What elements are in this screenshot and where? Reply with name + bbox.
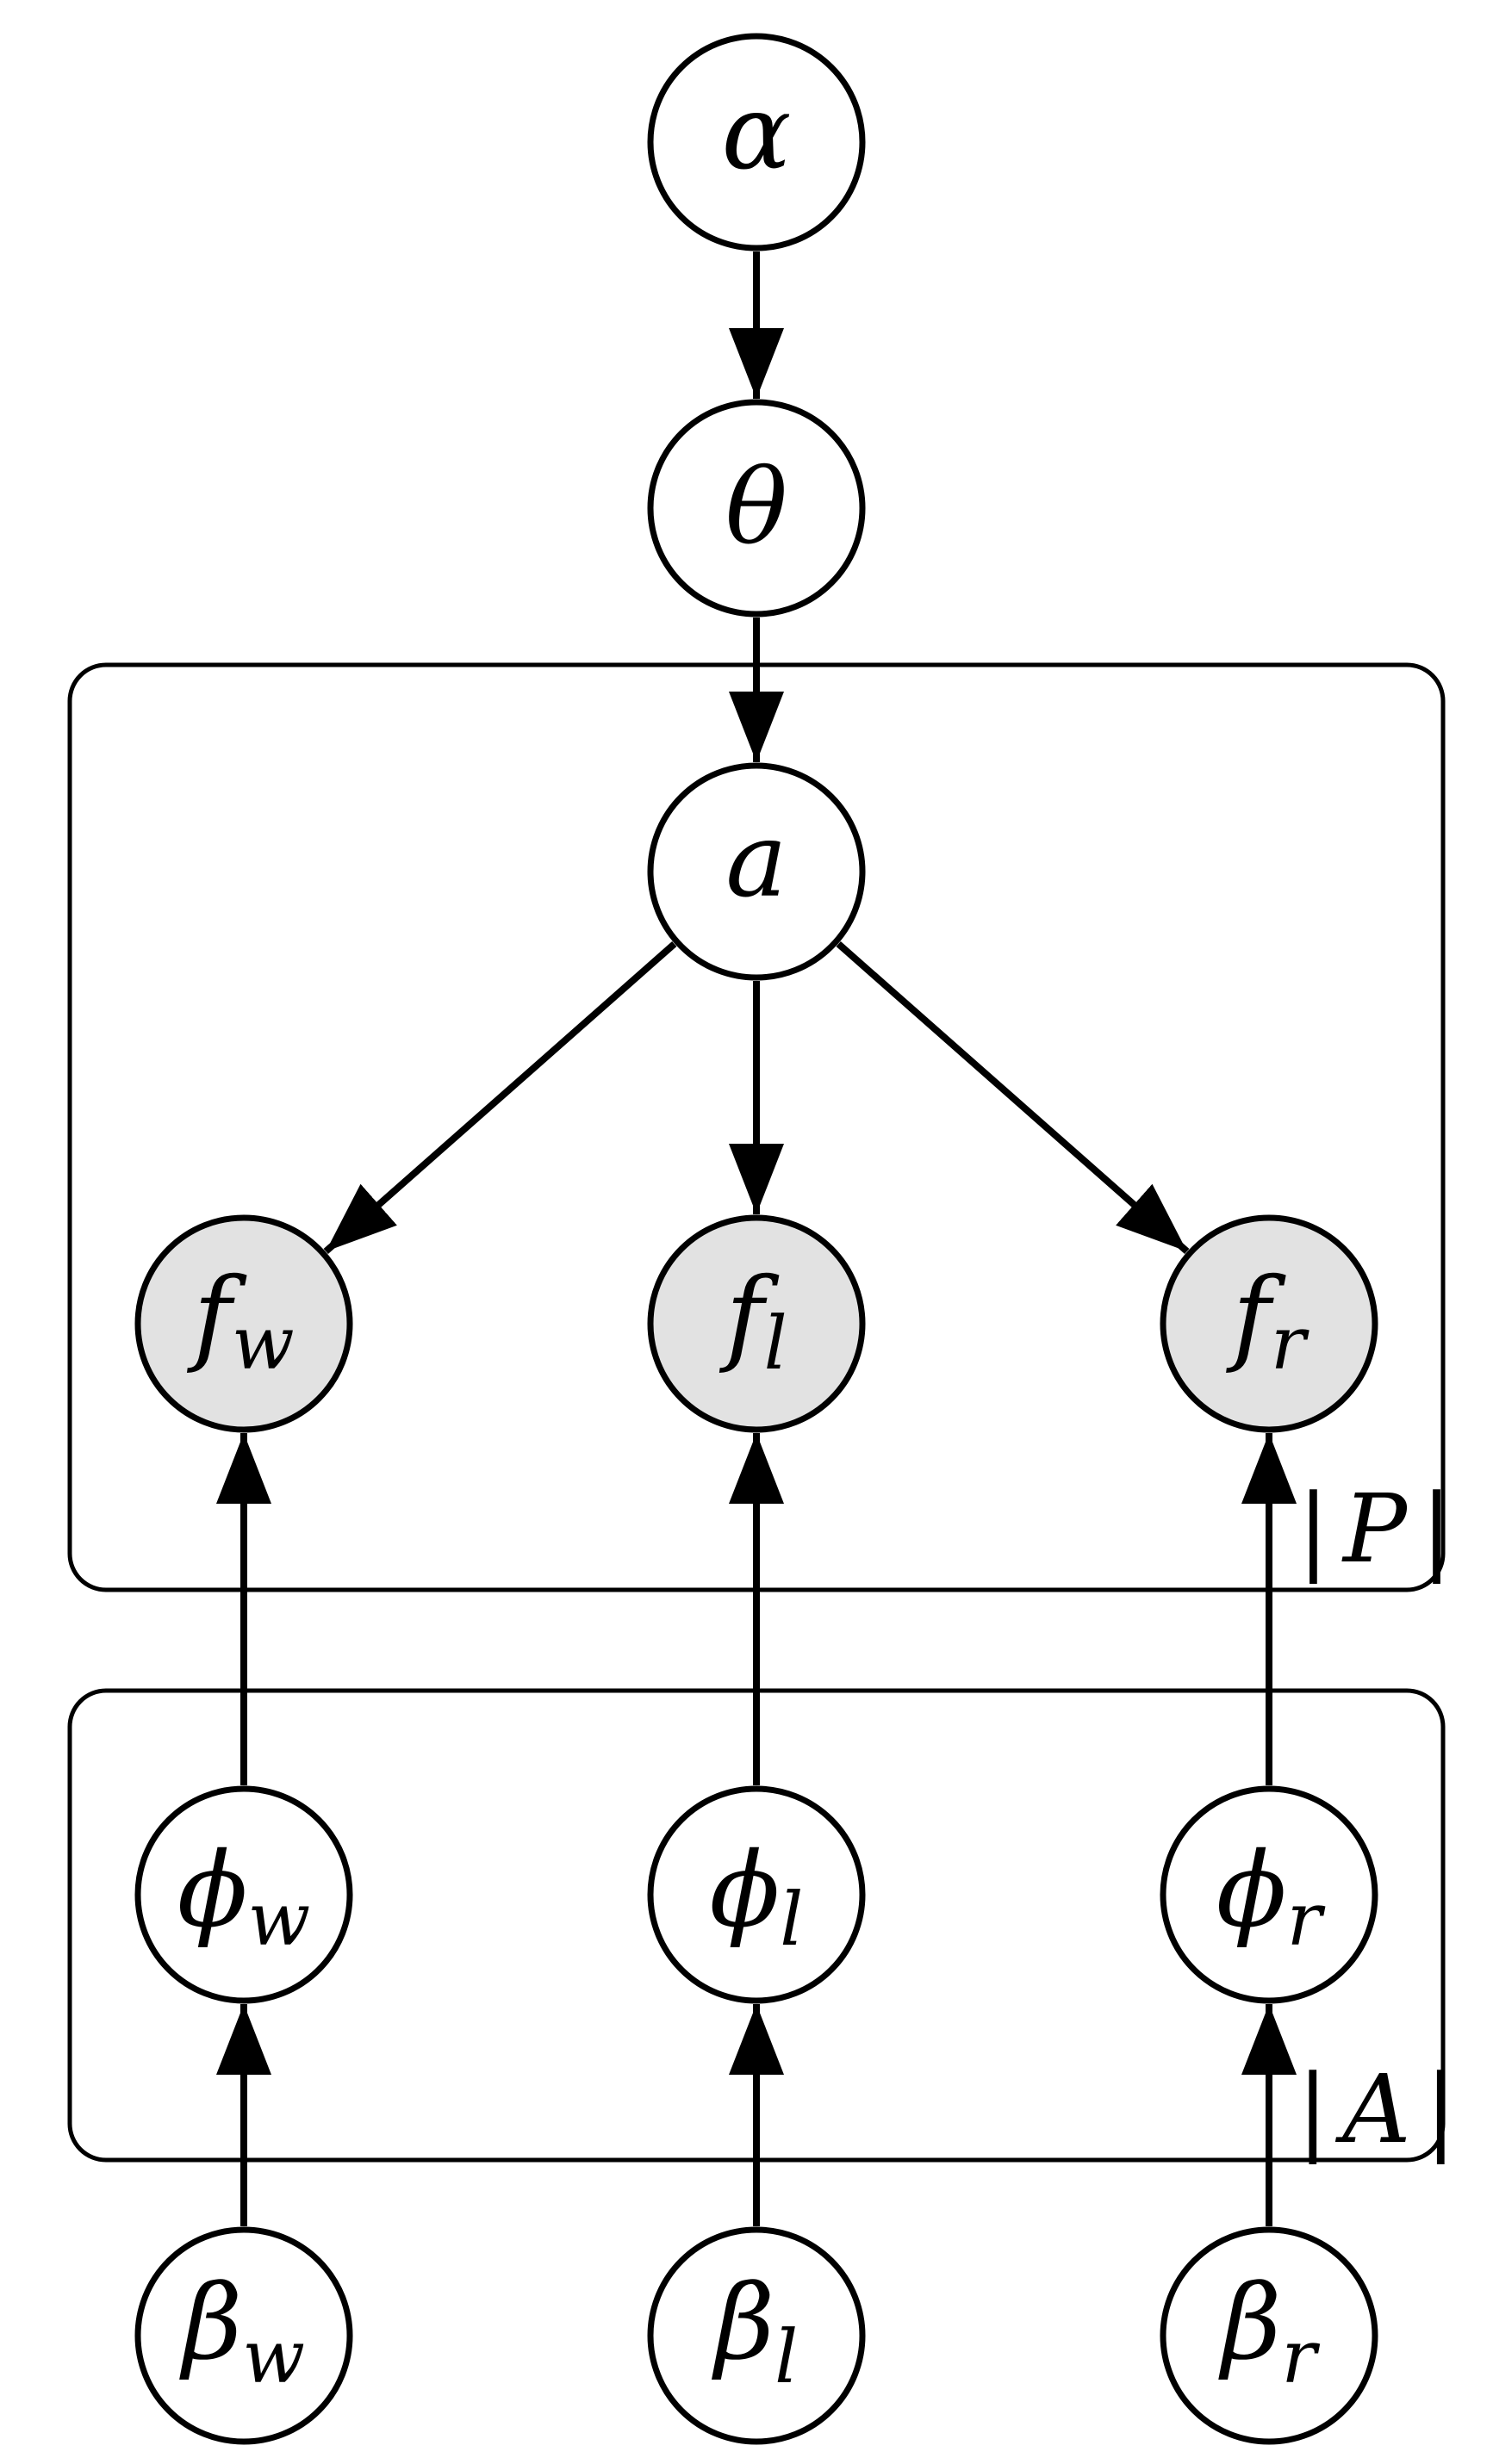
node-phi_l-label-main: ϕ (710, 1831, 781, 1951)
node-beta_r: βr (1160, 2226, 1378, 2445)
node-beta_l: βl (647, 2226, 866, 2445)
node-beta_l-circle (647, 2226, 866, 2445)
node-f_w-label-subscript: w (232, 1301, 295, 1387)
plate-P-cardinality-label: |P| (1297, 1474, 1453, 1584)
edge-a-to-f_r-arrow (836, 941, 1190, 1254)
node-a-label: a (725, 801, 787, 921)
node-beta_r-circle (1160, 2226, 1378, 2445)
node-theta-label-main: θ (725, 448, 787, 568)
plate-A-label-letter: A (1334, 2054, 1410, 2164)
node-phi_r-label-main: ϕ (1216, 1831, 1287, 1951)
node-beta_w-label-main: β (179, 2263, 242, 2383)
node-phi_w-circle (134, 1785, 353, 2004)
node-phi_l: ϕl (647, 1785, 866, 2004)
node-f_l-circle (647, 1214, 866, 1433)
plate-A-label-bar-right: | (1425, 2054, 1457, 2164)
node-a: a (647, 762, 866, 981)
node-phi_r-label-subscript: r (1287, 1877, 1326, 1963)
node-theta-circle (647, 399, 866, 618)
node-beta_r-label-main: β (1218, 2263, 1281, 2383)
node-beta_l-label-main: β (712, 2263, 774, 2383)
node-phi_l-label: ϕl (710, 1831, 804, 1963)
node-beta_l-label-subscript: l (774, 2315, 798, 2400)
plate-A-cardinality-label: |A| (1297, 2054, 1457, 2164)
node-phi_r-label: ϕr (1216, 1831, 1326, 1963)
plate-P-label-letter: P (1341, 1474, 1409, 1584)
edge-a-to-f_w-arrow (323, 941, 677, 1254)
node-f_l-label-subscript: l (764, 1301, 787, 1387)
node-a-circle (647, 762, 866, 981)
node-beta_r-label: βr (1218, 2263, 1320, 2400)
node-f_w-circle (134, 1214, 353, 1433)
node-theta: θ (647, 399, 866, 618)
node-beta_r-label-subscript: r (1281, 2315, 1320, 2400)
node-phi_w-label-main: ϕ (177, 1831, 248, 1951)
node-phi_w: ϕw (134, 1785, 353, 2004)
node-beta_w-label-subscript: w (242, 2315, 305, 2400)
node-beta_w-label: βw (179, 2263, 305, 2400)
plate-P-label-bar-left: | (1297, 1474, 1329, 1584)
node-phi_l-circle (647, 1785, 866, 2004)
node-phi_r-circle (1160, 1785, 1378, 2004)
node-beta_l-label: βl (712, 2263, 799, 2400)
node-phi_w-label-subscript: w (248, 1877, 311, 1963)
node-f_w: fw (134, 1214, 353, 1433)
node-phi_r: ϕr (1160, 1785, 1378, 2004)
node-f_r-circle (1160, 1214, 1378, 1433)
node-beta_w-circle (134, 2226, 353, 2445)
node-alpha-label: α (721, 73, 791, 193)
node-phi_w-label: ϕw (177, 1831, 311, 1963)
node-alpha: α (647, 33, 866, 251)
node-a-label-main: a (725, 801, 787, 921)
node-theta-label: θ (725, 448, 787, 568)
plate-P-label-bar-right: | (1421, 1474, 1453, 1584)
node-phi_l-label-subscript: l (780, 1877, 803, 1963)
node-beta_w: βw (134, 2226, 353, 2445)
node-f_r: fr (1160, 1214, 1378, 1433)
node-f_r-label-subscript: r (1271, 1301, 1309, 1387)
plate-A-label-bar-left: | (1297, 2054, 1328, 2164)
node-f_w-label: fw (186, 1257, 294, 1387)
node-alpha-circle (647, 33, 866, 251)
node-alpha-label-main: α (721, 73, 791, 193)
node-f_l: fl (647, 1214, 866, 1433)
